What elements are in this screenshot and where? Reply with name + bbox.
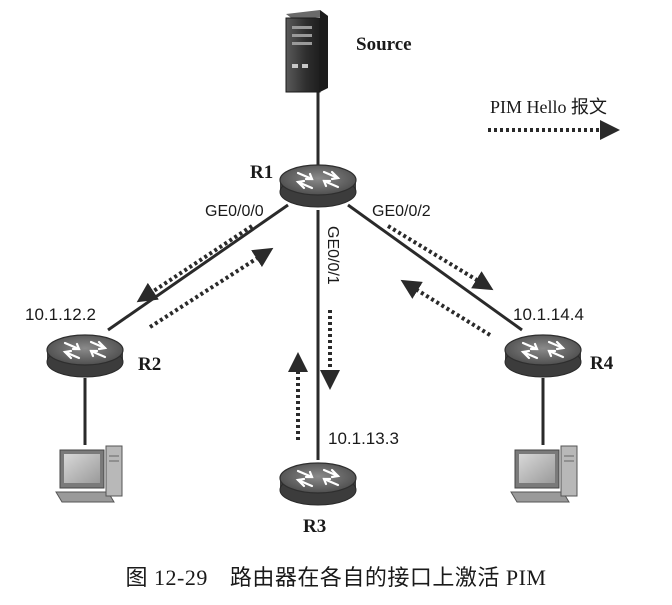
host-pc-r2-icon bbox=[55, 445, 123, 503]
legend-label: PIM Hello 报文 bbox=[490, 97, 607, 117]
r4-ip-label: 10.1.14.4 bbox=[513, 305, 584, 324]
router-r2-label: R2 bbox=[138, 354, 161, 375]
pim-hello-arrows bbox=[136, 120, 620, 440]
router-r2-icon bbox=[45, 333, 125, 379]
hello-arrow-r1-to-r2 bbox=[136, 224, 254, 303]
interface-ge000-label: GE0/0/0 bbox=[205, 203, 264, 220]
link-r1-r4 bbox=[347, 203, 523, 332]
interface-ge002-label: GE0/0/2 bbox=[372, 203, 431, 220]
router-r3-icon bbox=[278, 461, 358, 507]
interface-ge001-label: GE0/0/1 bbox=[324, 226, 341, 285]
r3-ip-label: 10.1.13.3 bbox=[328, 429, 399, 448]
router-r1-label: R1 bbox=[250, 162, 273, 183]
r2-ip-label: 10.1.12.2 bbox=[25, 305, 96, 324]
hello-arrow-r4-to-r1 bbox=[400, 279, 492, 337]
figure-title: 路由器在各自的接口上激活 PIM bbox=[229, 565, 547, 590]
network-links bbox=[83, 88, 545, 460]
figure-number: 图 12-29 bbox=[125, 565, 208, 590]
router-r3-label: R3 bbox=[303, 516, 326, 537]
figure-caption: 图 12-29 路由器在各自的接口上激活 PIM bbox=[0, 560, 672, 592]
router-r1-icon bbox=[278, 163, 358, 209]
link-r1-r2 bbox=[107, 203, 289, 332]
router-r4-label: R4 bbox=[590, 353, 614, 374]
host-pc-r4-icon bbox=[510, 445, 578, 503]
hello-arrow-r1-to-r4 bbox=[386, 224, 494, 291]
router-r4-icon bbox=[503, 333, 583, 379]
source-label: Source bbox=[356, 34, 412, 55]
source-server bbox=[285, 10, 328, 93]
